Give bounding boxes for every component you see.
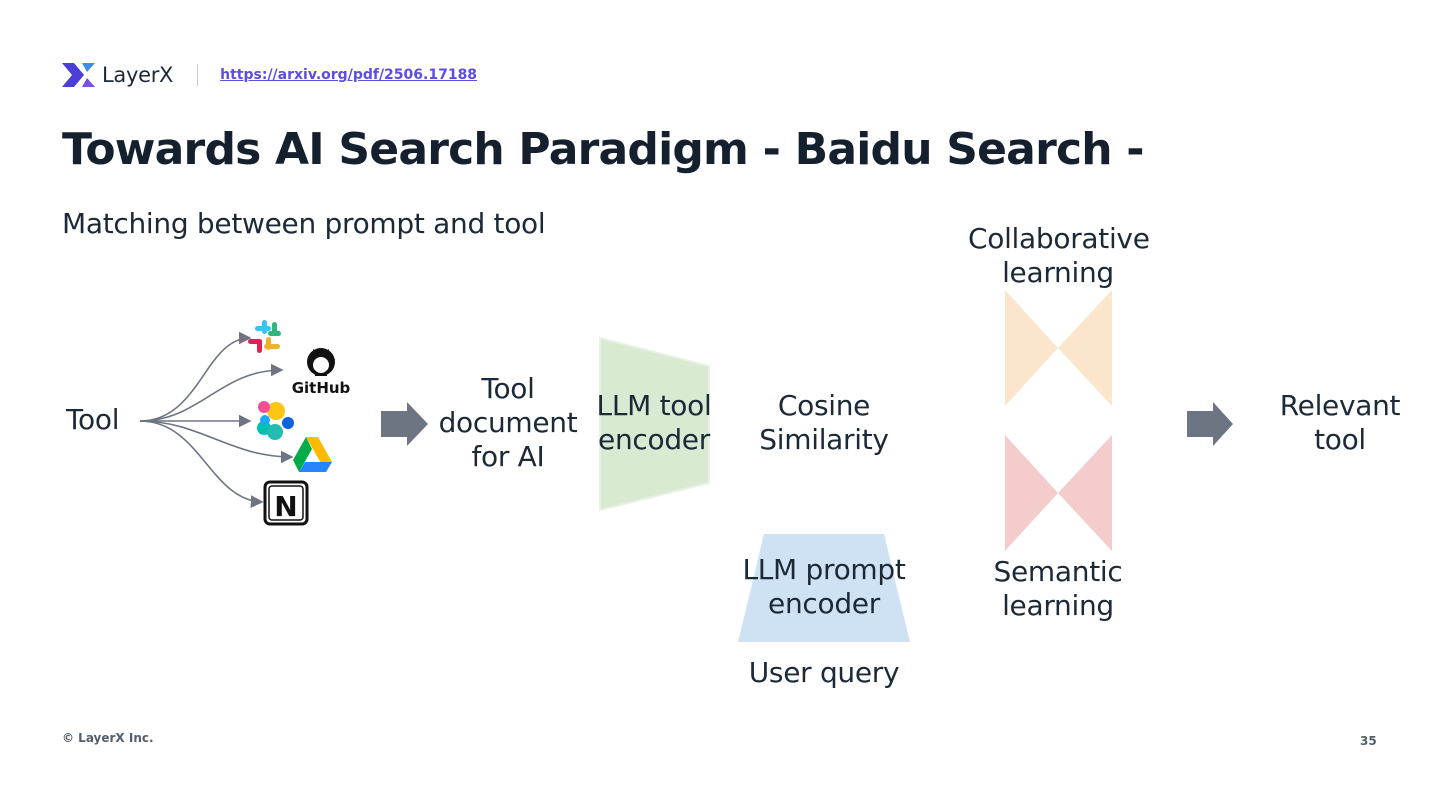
- tool-label: Tool: [66, 403, 120, 436]
- tool-document-label: Tool document for AI: [438, 372, 578, 473]
- tool-encoder-shape: [599, 336, 710, 512]
- github-wordmark: GitHub: [292, 379, 351, 397]
- brand-header: LayerX https://arxiv.org/pdf/2506.17188: [62, 60, 477, 90]
- notion-icon: N: [263, 480, 309, 526]
- relevant-tool-label: Relevant tool: [1279, 389, 1401, 456]
- slack-icon: [248, 320, 281, 353]
- prompt-encoder-label: LLM prompt encoder: [742, 553, 906, 620]
- header-divider: [197, 64, 199, 86]
- brand-name: LayerX: [102, 63, 174, 87]
- page-title: Towards AI Search Paradigm - Baidu Searc…: [62, 124, 1145, 175]
- paper-link[interactable]: https://arxiv.org/pdf/2506.17188: [220, 67, 478, 83]
- page-subtitle: Matching between prompt and tool: [62, 207, 546, 240]
- tool-fanout-arrows: [139, 331, 294, 508]
- google-drive-icon: [293, 437, 332, 472]
- collab-learning-shape: [1005, 290, 1112, 406]
- semantic-learning-label: Semantic learning: [993, 555, 1123, 622]
- elastic-icon: [257, 401, 294, 440]
- notion-letter: N: [274, 490, 297, 523]
- collab-learning-label: Collaborative learning: [968, 222, 1150, 289]
- process-arrow-2: [1187, 402, 1233, 446]
- cosine-similarity-label: Cosine Similarity: [759, 389, 889, 456]
- semantic-learning-shape: [1005, 435, 1112, 551]
- github-icon: GitHub: [292, 348, 351, 397]
- layerx-logo-icon: [62, 63, 95, 87]
- prompt-encoder-shape: [738, 534, 910, 642]
- page-number: 35: [1360, 734, 1377, 748]
- tool-encoder-label: LLM tool encoder: [596, 389, 712, 456]
- user-query-label: User query: [748, 656, 900, 689]
- copyright: © LayerX Inc.: [62, 731, 154, 745]
- process-arrow-1: [381, 402, 428, 446]
